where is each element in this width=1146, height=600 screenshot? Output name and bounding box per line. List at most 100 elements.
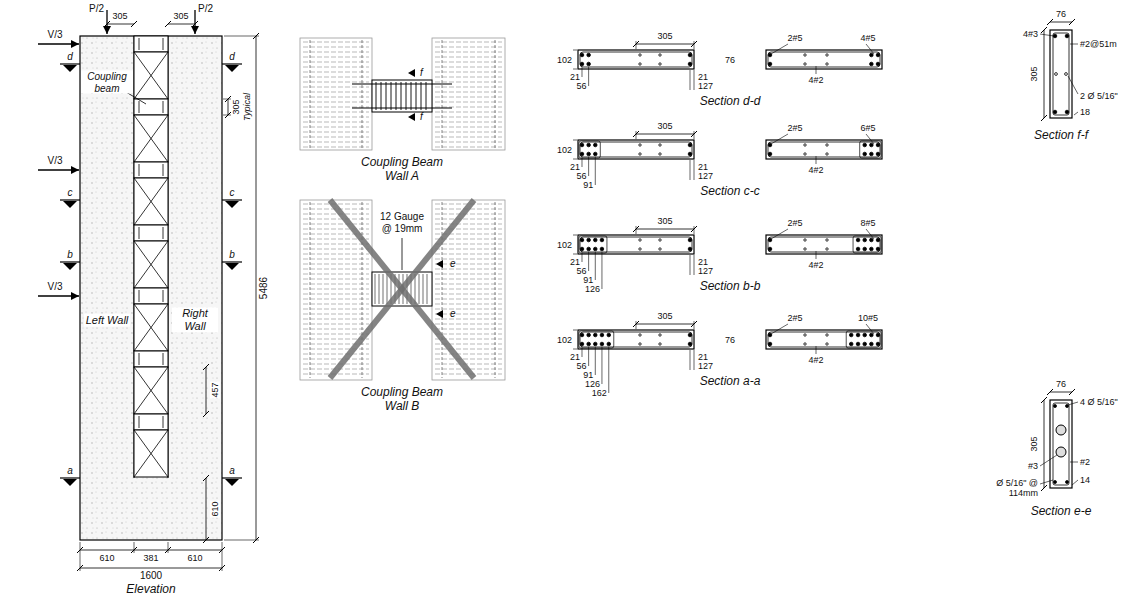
dimension-tick [1069, 389, 1075, 395]
cover-leader [581, 252, 582, 262]
rebar-dot [580, 247, 584, 251]
horizontal-rebar [435, 324, 502, 325]
illustration [38, 10, 1078, 571]
dimension-line [168, 550, 222, 551]
wall-panel [432, 200, 505, 380]
leader-line [1072, 480, 1078, 485]
horizontal-rebar [303, 354, 369, 355]
dimension: 305 [1029, 66, 1039, 81]
horizontal-rebar [435, 229, 502, 230]
extension-line [690, 350, 691, 370]
web-bar [826, 54, 828, 56]
rebar-dot [856, 342, 860, 346]
stirrup [416, 82, 417, 110]
section-arrow [408, 113, 415, 121]
horizontal-rebar [303, 304, 369, 305]
horizontal-rebar [303, 42, 369, 43]
web-bar [659, 334, 661, 336]
dimension-line [1050, 22, 1072, 23]
dimension: 21 [570, 162, 580, 172]
horizontal-rebar [435, 274, 502, 275]
leader-line [866, 229, 874, 239]
section-arrow [436, 260, 443, 268]
dimension: 91 [583, 180, 593, 190]
rebar-dot [688, 143, 692, 147]
opening [134, 241, 168, 288]
leader-line [1070, 44, 1078, 45]
rebar-dot [863, 333, 867, 337]
rebar-dot [876, 143, 880, 147]
cover-leader [601, 347, 602, 384]
horizontal-rebar [303, 117, 369, 118]
dimension-line [134, 550, 168, 551]
horizontal-rebar [435, 214, 502, 215]
dimension-line [107, 24, 134, 25]
dimension-line [636, 44, 694, 45]
cover-leader [595, 252, 596, 280]
section-mark: d [67, 51, 73, 63]
section-arrow [225, 201, 239, 208]
horizontal-rebar [303, 52, 369, 53]
stirrup [419, 274, 420, 304]
rebar-dot [768, 247, 772, 251]
section-cut-line [222, 261, 242, 262]
extension-line [134, 542, 135, 553]
rebar-label: 4#5 [860, 33, 875, 43]
coupling-beam [134, 99, 168, 115]
horizontal-rebar [435, 294, 502, 295]
hoop [768, 237, 880, 252]
horizontal-rebar [303, 57, 369, 58]
web-bar [826, 334, 828, 336]
dimension: 305 [231, 99, 241, 114]
dimension: 305 [1029, 436, 1039, 451]
extension-line [222, 542, 223, 571]
horizontal-rebar [435, 132, 502, 133]
vertical-rebar [442, 202, 443, 378]
section-mark: e [450, 258, 456, 270]
part-label: Right Wall [172, 307, 218, 332]
leader-line [1040, 480, 1053, 484]
horizontal-rebar [303, 127, 369, 128]
horizontal-rebar [435, 107, 502, 108]
horizontal-rebar [303, 224, 369, 225]
web-bar [826, 239, 828, 241]
horizontal-rebar [303, 107, 369, 108]
rebar-dot [768, 62, 772, 66]
dimension: 127 [698, 361, 713, 371]
rebar-label: 10#5 [858, 313, 878, 323]
extension-line [573, 140, 577, 141]
dimension: 56 [577, 81, 587, 91]
horizontal-rebar [303, 359, 369, 360]
rebar-dot [876, 62, 880, 66]
rebar-dot [587, 143, 591, 147]
horizontal-rebar [303, 309, 369, 310]
dimension: 21 [698, 257, 708, 267]
rebar-dot [600, 333, 604, 337]
load-label: V/3 [47, 281, 62, 293]
web-bar [639, 153, 641, 155]
opening [134, 52, 168, 99]
rebar-dot [870, 333, 874, 337]
section-mark: f [420, 111, 423, 123]
dimension: 102 [557, 144, 572, 154]
horizontal-rebar [435, 72, 502, 73]
rebar-dot [688, 152, 692, 156]
dimension-line [636, 324, 694, 325]
web-bar [639, 239, 641, 241]
boundary-hoop [860, 141, 881, 158]
dimension: 91 [583, 275, 593, 285]
leader-line [1040, 455, 1057, 466]
opening-cross [134, 178, 168, 225]
opening-cross [134, 304, 168, 351]
section-arrow [225, 479, 239, 486]
horizontal-rebar [435, 142, 502, 143]
opening-cross [134, 52, 168, 99]
load-arrow [106, 10, 107, 34]
beam-stirrup [163, 164, 164, 176]
leader-line [1070, 462, 1078, 463]
horizontal-rebar [303, 137, 369, 138]
leader-line [866, 324, 874, 334]
web-bar [804, 54, 806, 56]
horizontal-rebar [435, 122, 502, 123]
